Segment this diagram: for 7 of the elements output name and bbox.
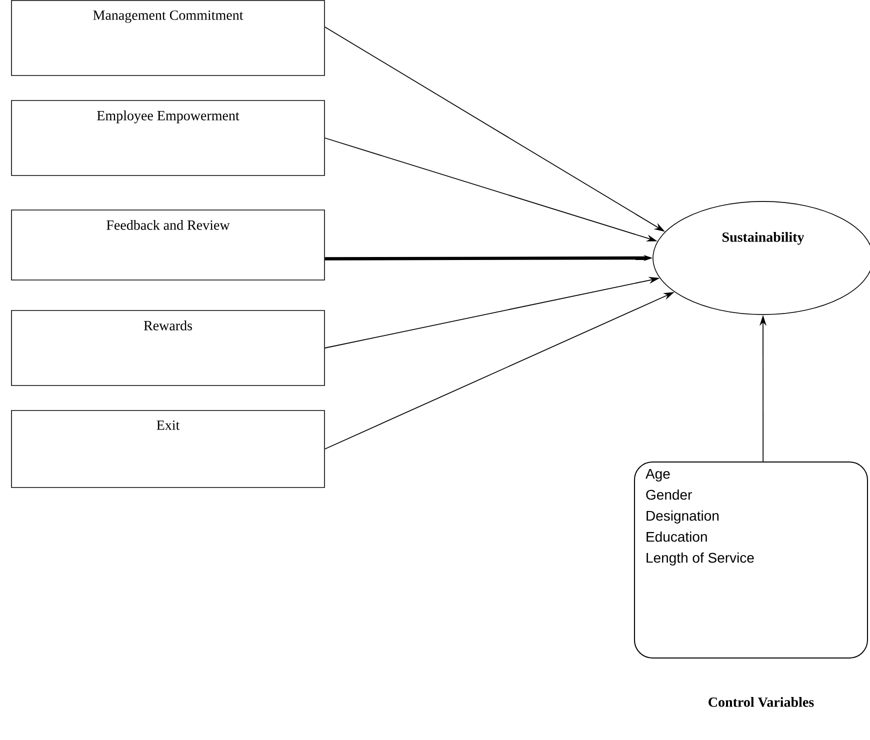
control-variables-box: Age Gender Designation Education Length of Service — [634, 462, 868, 658]
factor-box: Exit — [11, 410, 325, 488]
factor-box: Feedback and Review — [11, 210, 325, 280]
factor-box: Rewards — [11, 310, 325, 386]
factor-box: Management Commitment — [11, 0, 325, 76]
node-label: Control Variables — [708, 697, 814, 707]
factor-box: Employee Empowerment — [11, 100, 325, 176]
